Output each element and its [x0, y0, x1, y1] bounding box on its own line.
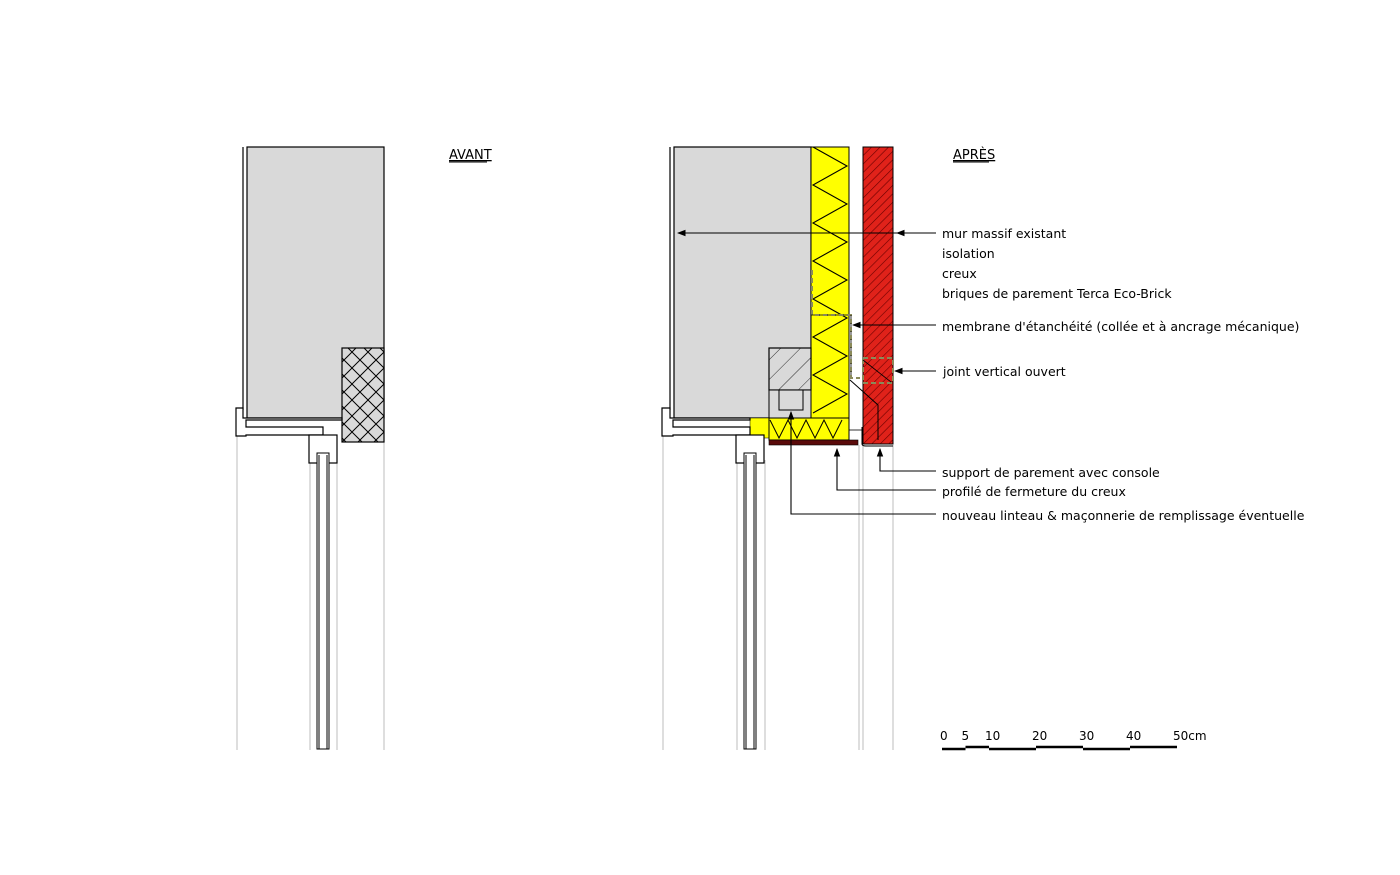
console-support	[849, 379, 893, 447]
insulation-layer	[810, 146, 850, 419]
window-frame-before	[235, 407, 343, 437]
bottom-insulation	[749, 417, 850, 441]
title-after: APRÈS	[953, 147, 995, 163]
scale-tick-label: 40	[1126, 729, 1141, 743]
leader-facing-support	[876, 447, 936, 472]
facing-bricks	[862, 146, 894, 445]
leader-new-lintel	[787, 410, 936, 515]
before-section: AVANT	[235, 146, 492, 750]
glazing-after	[743, 452, 757, 750]
scale-tick-label: 30	[1079, 729, 1094, 743]
label-cavity-closure: profilé de fermeture du creux	[942, 484, 1126, 499]
scale-tick-label: 0	[940, 729, 948, 743]
cavity-closure-profile	[768, 439, 859, 446]
scale-tick-label: 10	[985, 729, 1000, 743]
old-lintel	[341, 347, 385, 443]
scale-tick-label: 20	[1032, 729, 1047, 743]
label-insulation: isolation	[942, 246, 995, 261]
open-vertical-joint	[862, 357, 894, 384]
glazing-before	[316, 452, 330, 750]
label-new-lintel: nouveau linteau & maçonnerie de rempliss…	[942, 508, 1305, 523]
scale-tick-label: 5	[962, 729, 970, 743]
new-lintel	[768, 347, 812, 391]
scale-tick-label: 50cm	[1173, 729, 1207, 743]
label-open-joint: joint vertical ouvert	[942, 364, 1066, 379]
leader-cavity-closure	[833, 447, 936, 491]
title-before: AVANT	[449, 148, 492, 163]
window-frame-after	[661, 407, 751, 437]
leader-lines	[676, 229, 936, 515]
label-facing-support: support de parement avec console	[942, 465, 1160, 480]
label-existing-wall: mur massif existant	[942, 226, 1066, 241]
label-cavity: creux	[942, 266, 977, 281]
label-facing-bricks: briques de parement Terca Eco-Brick	[942, 286, 1172, 301]
after-section: APRÈS mur massif existant isolation creu…	[661, 146, 1305, 750]
label-membrane: membrane d'étanchéité (collée et à ancra…	[942, 319, 1299, 334]
